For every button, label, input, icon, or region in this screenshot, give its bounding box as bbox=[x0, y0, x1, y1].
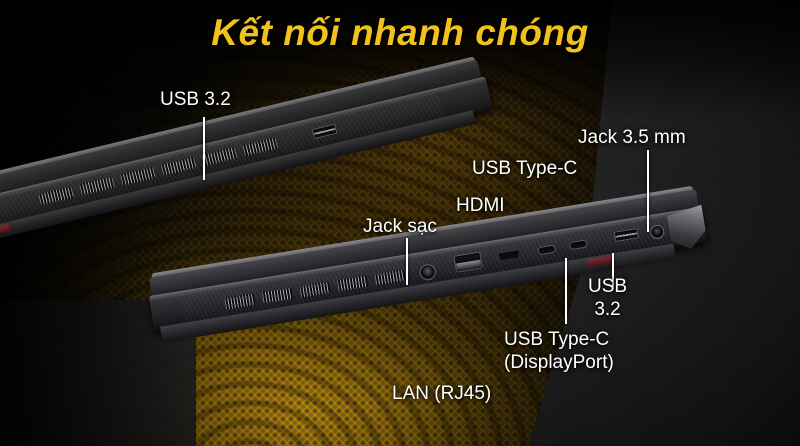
label-usb-type-c-displayport: USB Type-C (DisplayPort) bbox=[504, 329, 614, 373]
leader-jack-sac bbox=[406, 238, 408, 285]
label-usb-32-top: USB 3.2 bbox=[160, 89, 231, 110]
label-usb-32-right: USB 3.2 bbox=[588, 276, 628, 320]
label-usb-type-c: USB Type-C bbox=[472, 158, 578, 179]
label-hdmi: HDMI bbox=[456, 195, 505, 216]
leader-usb-32-right bbox=[612, 253, 614, 287]
label-jack-35mm: Jack 3.5 mm bbox=[578, 127, 686, 148]
page-title: Kết nối nhanh chóng bbox=[211, 12, 589, 53]
leader-usb-32-top bbox=[203, 117, 205, 180]
label-lan-rj45: LAN (RJ45) bbox=[392, 383, 492, 404]
leader-jack-35mm bbox=[647, 150, 649, 232]
leader-usb-type-c-dp bbox=[565, 258, 567, 324]
label-jack-sac: Jack sạc bbox=[363, 216, 437, 237]
